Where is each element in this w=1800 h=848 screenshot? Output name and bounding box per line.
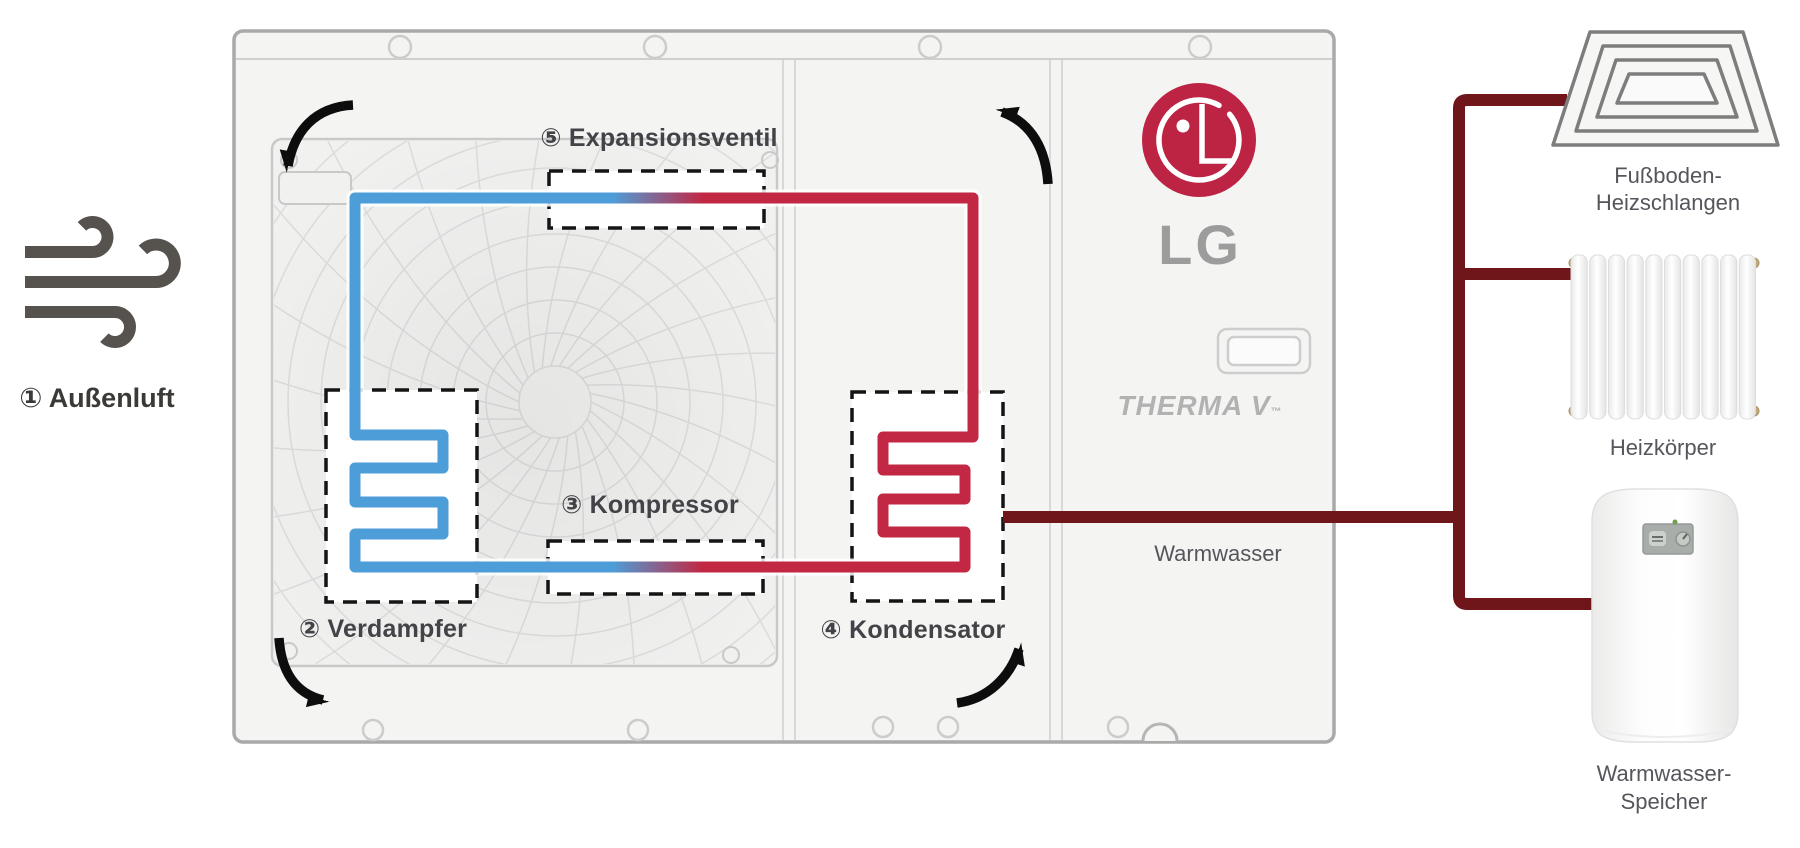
therma-v-wordmark: THERMA V™	[1117, 390, 1282, 422]
outside-air-label: ① Außenluft	[19, 383, 175, 413]
expansion-valve-label: ⑤ Expansionsventil	[540, 124, 778, 152]
hot-water-label: Warmwasser	[1154, 541, 1282, 566]
radiator-icon	[1568, 254, 1760, 420]
compressor-label: ③ Kompressor	[561, 491, 739, 519]
refrigerant-circuit	[346, 189, 982, 576]
water-distribution-pipe	[1453, 94, 1596, 610]
floor-heating-label-1: Fußboden-	[1614, 163, 1722, 188]
therma-v-text: THERMA V	[1117, 390, 1271, 421]
unit-display	[1216, 327, 1312, 375]
wind-icon	[25, 216, 181, 348]
hot-water-tank-icon	[1591, 488, 1739, 743]
hot-pipe	[700, 192, 979, 573]
tank-label-2: Speicher	[1620, 789, 1708, 814]
floor-heating-label-2: Heizschlangen	[1595, 190, 1741, 215]
condenser-label: ④ Kondensator	[820, 616, 1006, 644]
cable-notch	[1141, 722, 1179, 742]
tank-label-1: Warmwasser-	[1596, 761, 1732, 786]
airflow-arrow-bottom-right	[956, 649, 1019, 708]
cold-pipe	[349, 192, 618, 573]
lg-wordmark: LG	[1158, 213, 1242, 276]
tank-control-panel	[1642, 519, 1694, 555]
evaporator-label: ② Verdampfer	[298, 615, 468, 643]
radiator-label: Heizkörper	[1609, 435, 1717, 460]
airflow-arrows	[274, 100, 1053, 708]
hot-water-circuit	[1003, 94, 1596, 610]
screw-holes-top	[387, 34, 1213, 60]
airflow-arrow-top-right	[1002, 112, 1053, 185]
floor-heating-icon	[1551, 30, 1780, 147]
airflow-arrow-bottom-left	[274, 637, 323, 700]
trademark-symbol: ™	[1270, 406, 1283, 418]
airflow-arrow-top-left	[288, 100, 354, 166]
screw-holes-bottom	[361, 715, 1130, 742]
lg-logo	[1142, 83, 1256, 197]
